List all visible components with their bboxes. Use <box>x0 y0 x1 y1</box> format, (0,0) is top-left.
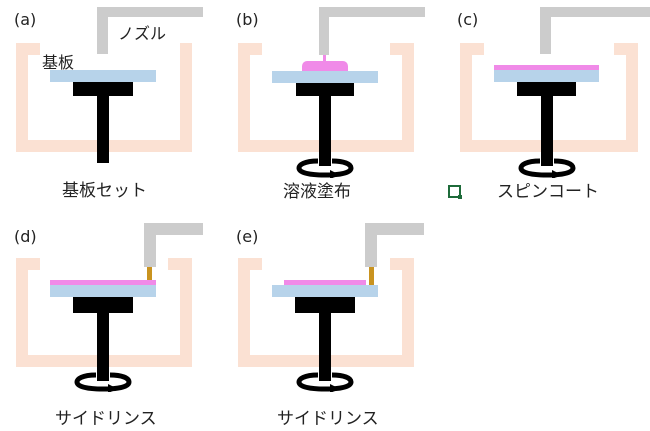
anchor-handle-icon[interactable] <box>448 185 462 199</box>
panel-label-a: (a) <box>14 10 37 29</box>
basin-lip-right <box>390 43 414 55</box>
basin-lip-left <box>460 43 484 55</box>
basin-lip-right <box>168 258 192 270</box>
nozzle <box>540 7 551 54</box>
spin-chuck-top <box>73 297 133 313</box>
nozzle-annotation: ノズル <box>118 24 167 43</box>
spin-chuck-shaft <box>319 96 331 166</box>
spin-chuck-top <box>73 82 133 96</box>
basin-lip-left <box>238 258 262 270</box>
spin-chuck-top <box>296 83 354 96</box>
rinse-nozzle-arm <box>365 223 424 235</box>
rinse-nozzle-tip <box>147 267 152 280</box>
step-caption-d: サイドリンス <box>55 409 157 429</box>
nozzle-arm <box>319 7 425 17</box>
basin-corner-right <box>180 43 192 55</box>
spin-chuck-top <box>517 82 576 96</box>
basin-lip-right <box>390 258 414 270</box>
coated-film <box>284 280 366 285</box>
basin <box>16 55 192 152</box>
coated-film <box>494 65 599 70</box>
substrate-annotation: 基板 <box>42 53 75 72</box>
panel-label-d: (d) <box>14 227 37 246</box>
rinse-nozzle-tip <box>369 267 374 285</box>
spin-chuck-top <box>295 297 355 313</box>
substrate <box>272 285 378 297</box>
rotation-arrow-icon <box>74 372 132 392</box>
basin-lip-left <box>28 43 40 55</box>
rotation-arrow-icon <box>518 158 576 178</box>
spin-chuck-shaft <box>541 96 553 166</box>
rinse-nozzle <box>365 223 377 267</box>
solution-droplet <box>302 61 348 71</box>
substrate <box>272 71 378 83</box>
basin-corner-left <box>16 43 28 55</box>
panel-label-b: (b) <box>236 10 259 29</box>
spin-chuck-shaft <box>319 313 331 381</box>
rotation-arrow-icon <box>296 158 354 178</box>
basin <box>238 270 414 367</box>
spin-chuck-shaft <box>97 96 109 163</box>
nozzle-arm <box>97 7 203 17</box>
coated-film <box>50 280 156 285</box>
nozzle <box>319 7 329 55</box>
dispense-stream <box>323 55 326 62</box>
panel-label-e: (e) <box>236 227 259 246</box>
step-caption-a: 基板セット <box>62 181 147 201</box>
basin-lip-right <box>614 43 638 55</box>
rinse-nozzle-arm <box>144 223 203 235</box>
nozzle-arm <box>540 7 650 17</box>
step-caption-b: 溶液塗布 <box>283 182 351 202</box>
substrate <box>494 70 599 82</box>
panel-label-c: (c) <box>457 10 479 29</box>
basin-lip-left <box>238 43 262 55</box>
nozzle <box>97 7 108 54</box>
step-caption-c: スピンコート <box>497 182 599 202</box>
spin-chuck-shaft <box>97 313 109 381</box>
rinse-nozzle <box>144 223 156 267</box>
basin-lip-left <box>16 258 40 270</box>
step-caption-e: サイドリンス <box>277 409 379 429</box>
rotation-arrow-icon <box>296 372 354 392</box>
substrate <box>50 70 156 82</box>
substrate <box>50 285 156 297</box>
